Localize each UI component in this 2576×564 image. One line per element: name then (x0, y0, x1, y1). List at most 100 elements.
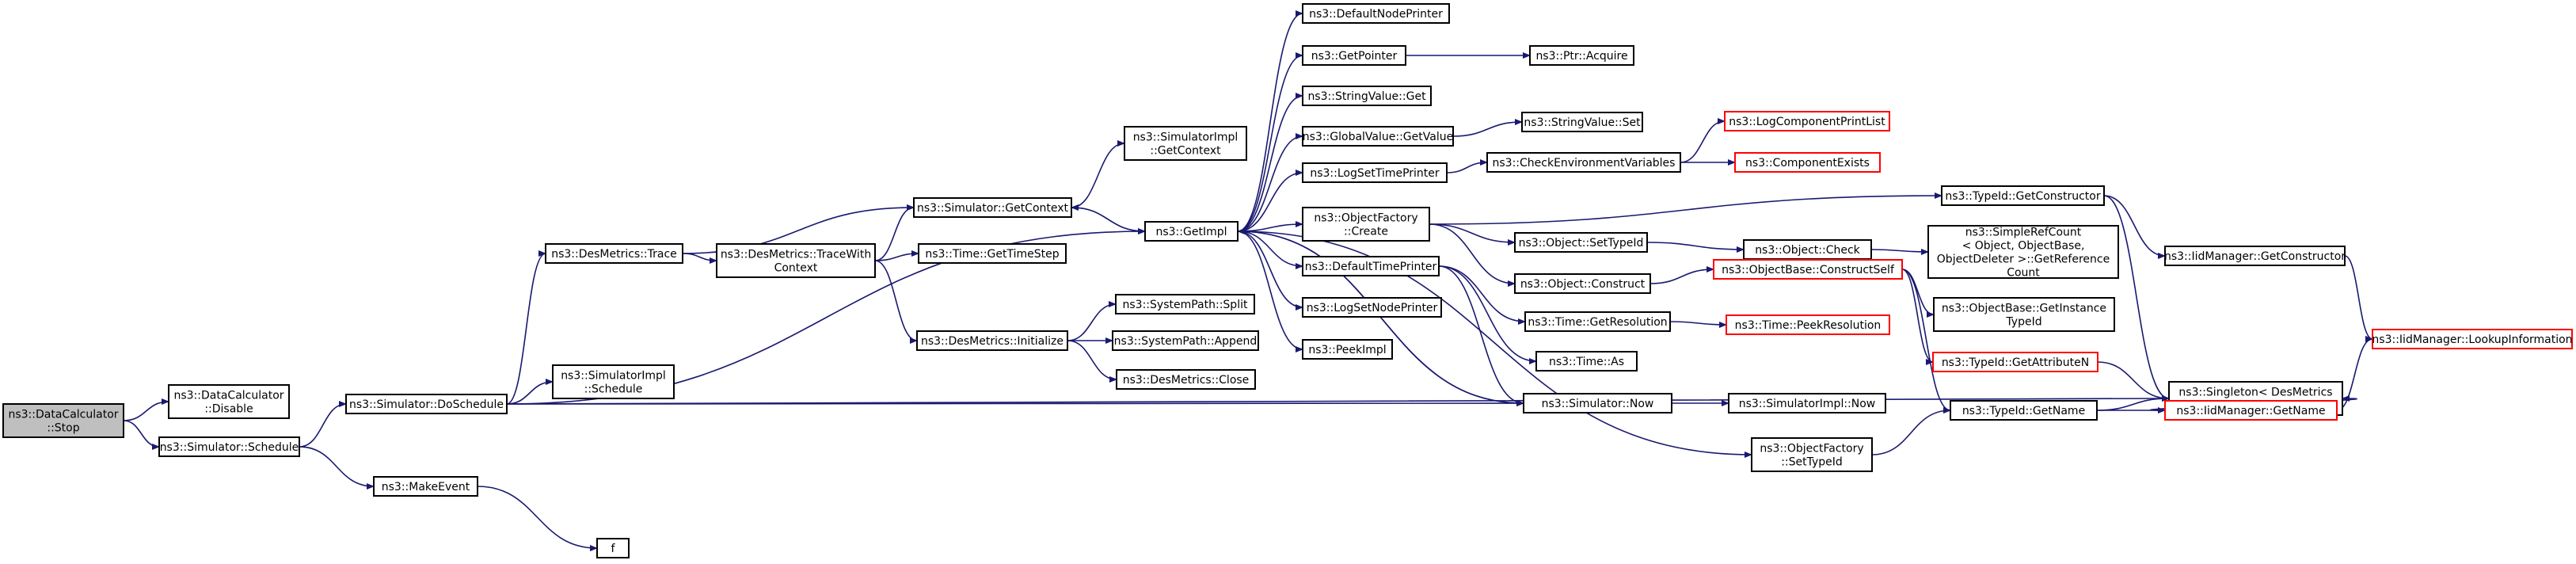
node-simplerefcount[interactable]: ns3::SimpleRefCount< Object, ObjectBase,… (1927, 225, 2119, 280)
node-label: ns3::SimulatorImpl::Now (1739, 398, 1876, 410)
node-strvalget[interactable]: ns3::StringValue::Get (1302, 86, 1432, 106)
node-typeidgetattrn[interactable]: ns3::TypeId::GetAttributeN (1932, 352, 2098, 372)
node-iidmgrgetctor[interactable]: ns3::IidManager::GetConstructor (2164, 246, 2346, 266)
node-strvalset[interactable]: ns3::StringValue::Set (1521, 112, 1643, 132)
node-simimplnow[interactable]: ns3::SimulatorImpl::Now (1728, 393, 1886, 413)
node-split[interactable]: ns3::SystemPath::Split (1115, 294, 1255, 314)
node-checkenv[interactable]: ns3::CheckEnvironmentVariables (1486, 152, 1681, 173)
node-timegetres[interactable]: ns3::Time::GetResolution (1524, 311, 1671, 332)
node-label: ns3::DesMetrics::Initialize (921, 335, 1064, 348)
node-box (1302, 297, 1442, 318)
edge-typeidgetattrn-to-singletonget (2097, 361, 2170, 402)
node-box (1724, 111, 1890, 131)
node-schedule[interactable]: ns3::Simulator::Schedule (158, 436, 300, 457)
node-label: ns3::Simulator::DoSchedule (349, 398, 504, 411)
node-objfactorycreate[interactable]: ns3::ObjectFactory::Create (1302, 207, 1430, 242)
node-stop[interactable]: ns3::DataCalculator::Stop (2, 403, 124, 438)
node-label: TypeId (2005, 316, 2041, 329)
node-box (1302, 45, 1406, 66)
node-peekimpl[interactable]: ns3::PeekImpl (1302, 339, 1393, 360)
node-logsettimeprinter[interactable]: ns3::LogSetTimePrinter (1302, 162, 1448, 183)
node-compexists[interactable]: ns3::ComponentExists (1734, 152, 1881, 173)
node-simimplgetcontext[interactable]: ns3::SimulatorImpl::GetContext (1124, 126, 1247, 161)
node-deftimeprinter[interactable]: ns3::DefaultTimePrinter (1302, 256, 1440, 276)
node-defnodeprinter[interactable]: ns3::DefaultNodePrinter (1302, 3, 1450, 24)
node-box (1116, 369, 1256, 390)
edge-deftimeprinter-to-simnow (1438, 265, 1524, 406)
node-gvgetvalue[interactable]: ns3::GlobalValue::GetValue (1302, 126, 1454, 147)
node-box (1933, 297, 2115, 332)
node-iidmgrlookup[interactable]: ns3::IidManager::LookupInformation (2372, 329, 2573, 349)
node-box (716, 243, 876, 278)
node-box (1144, 221, 1239, 242)
node-f[interactable]: f (596, 538, 630, 558)
node-box (1514, 232, 1648, 253)
node-label: ns3::MakeEvent (382, 481, 470, 494)
node-label: ns3::Time::As (1549, 356, 1624, 368)
node-logsetnodeprinter[interactable]: ns3::LogSetNodePrinter (1302, 297, 1442, 318)
node-label: ns3::DefaultTimePrinter (1305, 261, 1437, 273)
node-objcheck[interactable]: ns3::Object::Check (1743, 239, 1872, 260)
node-label: ns3::DataCalculator (8, 409, 118, 421)
node-dmclose[interactable]: ns3::DesMetrics::Close (1116, 369, 1256, 390)
node-disable[interactable]: ns3::DataCalculator::Disable (168, 384, 290, 419)
node-box (1302, 3, 1450, 24)
node-box (596, 538, 630, 558)
node-typeidgetname[interactable]: ns3::TypeId::GetName (1950, 400, 2098, 421)
node-label: ns3::GlobalValue::GetValue (1303, 131, 1453, 143)
node-append[interactable]: ns3::SystemPath::Append (1112, 330, 1259, 351)
node-label: ns3::ObjectFactory (1760, 443, 1863, 455)
edge-objfactorysettypeid-to-typeidgetname (1871, 407, 1951, 455)
edge-getcontext-to-simimplgetcontext (1071, 140, 1125, 208)
node-box (1734, 152, 1881, 173)
node-simimplschedule[interactable]: ns3::SimulatorImpl::Schedule (552, 364, 675, 399)
edge-objfactorycreate-to-objconstruct (1429, 223, 1516, 287)
edge-objfactorycreate-to-typeidgetctor (1429, 192, 1942, 225)
node-label: ns3::Simulator::Schedule (160, 441, 299, 454)
node-ptracquire[interactable]: ns3::Ptr::Acquire (1529, 45, 1634, 66)
node-box (345, 394, 508, 414)
node-box (1941, 185, 2105, 206)
node-gettimestep[interactable]: ns3::Time::GetTimeStep (918, 243, 1067, 264)
node-timepeekres[interactable]: ns3::Time::PeekResolution (1726, 314, 1890, 335)
edge-objconstruct-to-objbaseconstructself (1649, 266, 1714, 284)
node-label: ns3::Time::GetResolution (1528, 316, 1667, 329)
edge-doschedule-to-simimplschedule (506, 379, 554, 405)
node-label: ns3::TypeId::GetAttributeN (1942, 356, 2089, 369)
node-label: ::SetTypeId (1781, 456, 1843, 469)
node-objbaseconstructself[interactable]: ns3::ObjectBase::ConstructSelf (1713, 259, 1903, 280)
node-logcompprint[interactable]: ns3::LogComponentPrintList (1724, 111, 1890, 131)
node-doschedule[interactable]: ns3::Simulator::DoSchedule (345, 394, 508, 414)
node-typeidgetctor[interactable]: ns3::TypeId::GetConstructor (1941, 185, 2105, 206)
node-getcontext[interactable]: ns3::Simulator::GetContext (913, 197, 1072, 218)
node-objsettypeid[interactable]: ns3::Object::SetTypeId (1514, 232, 1648, 253)
node-objconstruct[interactable]: ns3::Object::Construct (1514, 273, 1651, 294)
node-iidmgrgetname[interactable]: ns3::IidManager::GetName (2164, 400, 2338, 421)
node-box (2372, 329, 2573, 349)
node-objfactorysettypeid[interactable]: ns3::ObjectFactory::SetTypeId (1751, 437, 1873, 472)
node-makeevent[interactable]: ns3::MakeEvent (373, 476, 478, 497)
edge-getimpl-to-peekimpl (1237, 231, 1303, 352)
node-label: ns3::Object::SetTypeId (1519, 237, 1644, 250)
edges-layer (123, 10, 2373, 551)
node-label: ns3::TypeId::GetName (1962, 405, 2085, 417)
node-getimpl[interactable]: ns3::GetImpl (1144, 221, 1239, 242)
node-label: Count (2007, 267, 2040, 280)
node-label: < Object, ObjectBase, (1962, 240, 2085, 253)
node-timeas[interactable]: ns3::Time::As (1535, 351, 1638, 372)
node-getpointer[interactable]: ns3::GetPointer (1302, 45, 1406, 66)
node-simnow[interactable]: ns3::Simulator::Now (1523, 393, 1672, 413)
edge-typeidgetctor-to-iidmgrgetctor (2103, 195, 2166, 259)
node-box (1302, 126, 1454, 147)
edge-deftimeprinter-to-timegetres (1438, 265, 1526, 325)
node-box (1302, 256, 1440, 276)
node-dmtrace[interactable]: ns3::DesMetrics::Trace (545, 243, 683, 264)
node-dminit[interactable]: ns3::DesMetrics::Initialize (916, 330, 1068, 351)
edge-objbaseconstructself-to-typeidgetattrn (1901, 269, 1934, 365)
edge-gvgetvalue-to-strvalset (1452, 119, 1523, 137)
edge-stop-to-disable (123, 398, 169, 421)
node-label: ns3::StringValue::Set (1524, 116, 1641, 129)
node-box (1302, 339, 1393, 360)
